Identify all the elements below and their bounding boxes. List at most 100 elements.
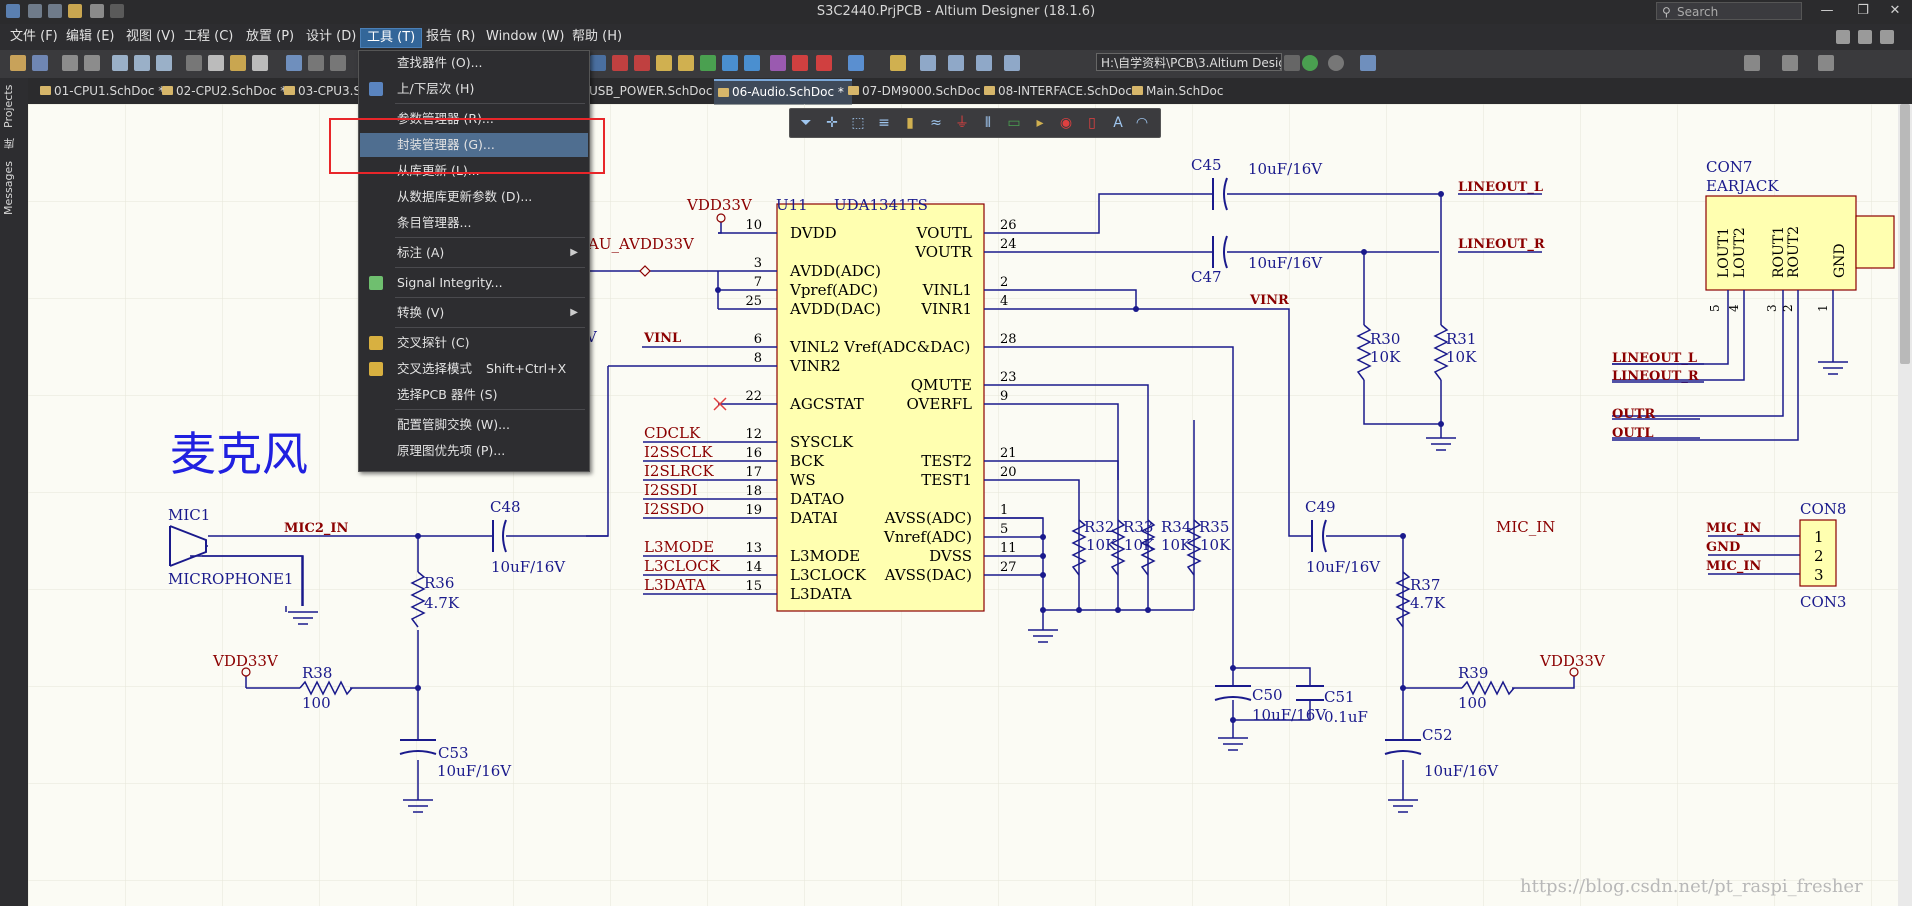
align-icon[interactable] xyxy=(920,55,936,71)
microphone-symbol[interactable] xyxy=(169,525,303,606)
sheet-icon[interactable]: ▭ xyxy=(1007,115,1021,131)
layout-2-icon[interactable] xyxy=(1782,55,1798,71)
menu-help[interactable]: 帮助 (H) xyxy=(572,29,623,44)
con8-body[interactable] xyxy=(1799,519,1837,587)
menu-tools[interactable]: 工具 (T) xyxy=(360,28,423,48)
grid-icon[interactable] xyxy=(1004,55,1020,71)
menu-window[interactable]: Window (W) xyxy=(486,29,565,44)
scrollbar-thumb[interactable] xyxy=(1900,104,1910,364)
text-frame-icon[interactable]: ▯ xyxy=(1088,115,1096,131)
sheet-entry-icon[interactable] xyxy=(700,55,716,71)
place-part-icon[interactable]: ▮ xyxy=(906,115,914,131)
power-icon[interactable]: ⏚ xyxy=(955,115,969,131)
side-tab-messages[interactable]: Messages xyxy=(2,161,15,215)
con7-body[interactable] xyxy=(1705,195,1857,291)
select-icon[interactable]: ⬚ xyxy=(851,115,865,131)
resistor-r35[interactable] xyxy=(1186,519,1202,576)
tab-audio[interactable]: 06-Audio.SchDoc * xyxy=(714,79,852,105)
order-icon[interactable] xyxy=(976,55,992,71)
select-area-icon[interactable] xyxy=(286,55,302,71)
capacitor-c53[interactable] xyxy=(399,739,437,755)
tab-cpu2[interactable]: 02-CPU2.SchDoc * xyxy=(158,81,288,101)
schematic-canvas[interactable]: U11 UDA1341TS DVDD AVDD(ADC) Vpref(ADC) … xyxy=(28,104,1898,906)
netlabel-icon[interactable] xyxy=(590,55,606,71)
capacitor-c48[interactable] xyxy=(492,519,507,553)
print-preview-icon[interactable] xyxy=(84,55,100,71)
capacitor-c51[interactable] xyxy=(1296,685,1324,701)
save-icon[interactable] xyxy=(28,4,42,18)
zoom-fit-icon[interactable] xyxy=(112,55,128,71)
cut-icon[interactable] xyxy=(186,55,202,71)
tab-usb-power[interactable]: USB_POWER.SchDoc * xyxy=(571,81,729,101)
restore-button[interactable]: ❐ xyxy=(1857,3,1869,18)
project-path-field[interactable]: H:\自学资料\PCB\3.Altium Desig xyxy=(1096,53,1282,71)
rubber-stamp-icon[interactable] xyxy=(252,55,268,71)
capacitor-c47[interactable] xyxy=(1212,235,1228,269)
open-folder-icon[interactable] xyxy=(10,55,26,71)
menu-item-convert[interactable]: 转换 (V)▶ xyxy=(360,301,588,325)
text-icon[interactable]: A xyxy=(1113,115,1123,131)
power-port-icon[interactable] xyxy=(612,55,628,71)
menu-item-up-down-hierarchy[interactable]: 上/下层次 (H) xyxy=(360,77,588,101)
menu-design[interactable]: 设计 (D) xyxy=(306,29,357,44)
menu-item-select-pcb-components[interactable]: 选择PCB 器件 (S) xyxy=(360,383,588,407)
filter-icon[interactable]: ⏷ xyxy=(800,115,812,131)
capacitor-c49[interactable] xyxy=(1311,519,1327,553)
directive-icon[interactable] xyxy=(770,55,786,71)
port-icon[interactable]: ▸ xyxy=(1036,115,1044,131)
capacitor-c45[interactable] xyxy=(1212,177,1228,211)
redo-icon[interactable] xyxy=(110,4,124,18)
sheet-symbol-icon[interactable] xyxy=(678,55,694,71)
zoom-area-icon[interactable] xyxy=(134,55,150,71)
open-icon[interactable] xyxy=(68,4,82,18)
menu-item-item-manager[interactable]: 条目管理器... xyxy=(360,211,588,235)
zoom-selected-icon[interactable] xyxy=(156,55,172,71)
vertical-scrollbar[interactable] xyxy=(1898,104,1912,906)
save-all-icon[interactable] xyxy=(48,4,62,18)
menu-item-annotation[interactable]: 标注 (A)▶ xyxy=(360,241,588,265)
resistor-r38[interactable] xyxy=(299,680,353,696)
paste-icon[interactable] xyxy=(230,55,246,71)
menu-item-footprint-manager[interactable]: 封装管理器 (G)... xyxy=(360,133,588,157)
directive-icon[interactable]: ◉ xyxy=(1059,115,1073,131)
undo-icon[interactable] xyxy=(90,4,104,18)
home-icon[interactable] xyxy=(1360,55,1376,71)
go-back-icon[interactable] xyxy=(1302,55,1318,71)
menu-item-configure-pin-swapping[interactable]: 配置管脚交换 (W)... xyxy=(360,413,588,437)
menu-item-cross-probe[interactable]: 交叉探针 (C) xyxy=(360,331,588,355)
gnd-port-icon[interactable] xyxy=(634,55,650,71)
tab-cpu3[interactable]: 03-CPU3.Sch xyxy=(280,81,378,101)
side-tab-projects[interactable]: Projects xyxy=(2,84,15,128)
search-input[interactable]: ⚲Search xyxy=(1656,2,1802,20)
resistor-r37[interactable] xyxy=(1395,571,1411,628)
menu-reports[interactable]: 报告 (R) xyxy=(426,29,476,44)
tab-main[interactable]: Main.SchDoc xyxy=(1128,81,1246,101)
layout-3-icon[interactable] xyxy=(1818,55,1834,71)
minimize-button[interactable]: — xyxy=(1820,3,1834,18)
clear-icon[interactable] xyxy=(816,55,832,71)
menu-project[interactable]: 工程 (C) xyxy=(184,29,234,44)
save-icon[interactable] xyxy=(32,55,48,71)
capacitor-c52[interactable] xyxy=(1384,739,1422,755)
tab-cpu1[interactable]: 01-CPU1.SchDoc * xyxy=(36,81,166,101)
move-icon[interactable] xyxy=(308,55,324,71)
resistor-r33[interactable] xyxy=(1110,519,1126,576)
menu-item-update-from-library[interactable]: 从库更新 (L)... xyxy=(360,159,588,183)
pen-icon[interactable] xyxy=(848,55,864,71)
print-icon[interactable] xyxy=(62,55,78,71)
menu-item-update-params-from-db[interactable]: 从数据库更新参数 (D)... xyxy=(360,185,588,209)
user-icon[interactable] xyxy=(1880,30,1894,44)
u11-body[interactable] xyxy=(776,203,985,612)
resistor-r30[interactable] xyxy=(1356,324,1372,381)
menu-edit[interactable]: 编辑 (E) xyxy=(66,29,115,44)
close-button[interactable]: ✕ xyxy=(1889,3,1901,18)
menu-item-find-component[interactable]: 查找器件 (O)... xyxy=(360,51,588,75)
notification-icon[interactable] xyxy=(1858,30,1872,44)
side-tab-library[interactable]: 库 xyxy=(3,138,16,150)
part-icon[interactable] xyxy=(656,55,672,71)
wire-icon[interactable]: ≈ xyxy=(930,115,942,131)
resistor-r34[interactable] xyxy=(1140,519,1156,576)
layout-icon[interactable] xyxy=(1744,55,1760,71)
chart-icon[interactable] xyxy=(890,55,906,71)
